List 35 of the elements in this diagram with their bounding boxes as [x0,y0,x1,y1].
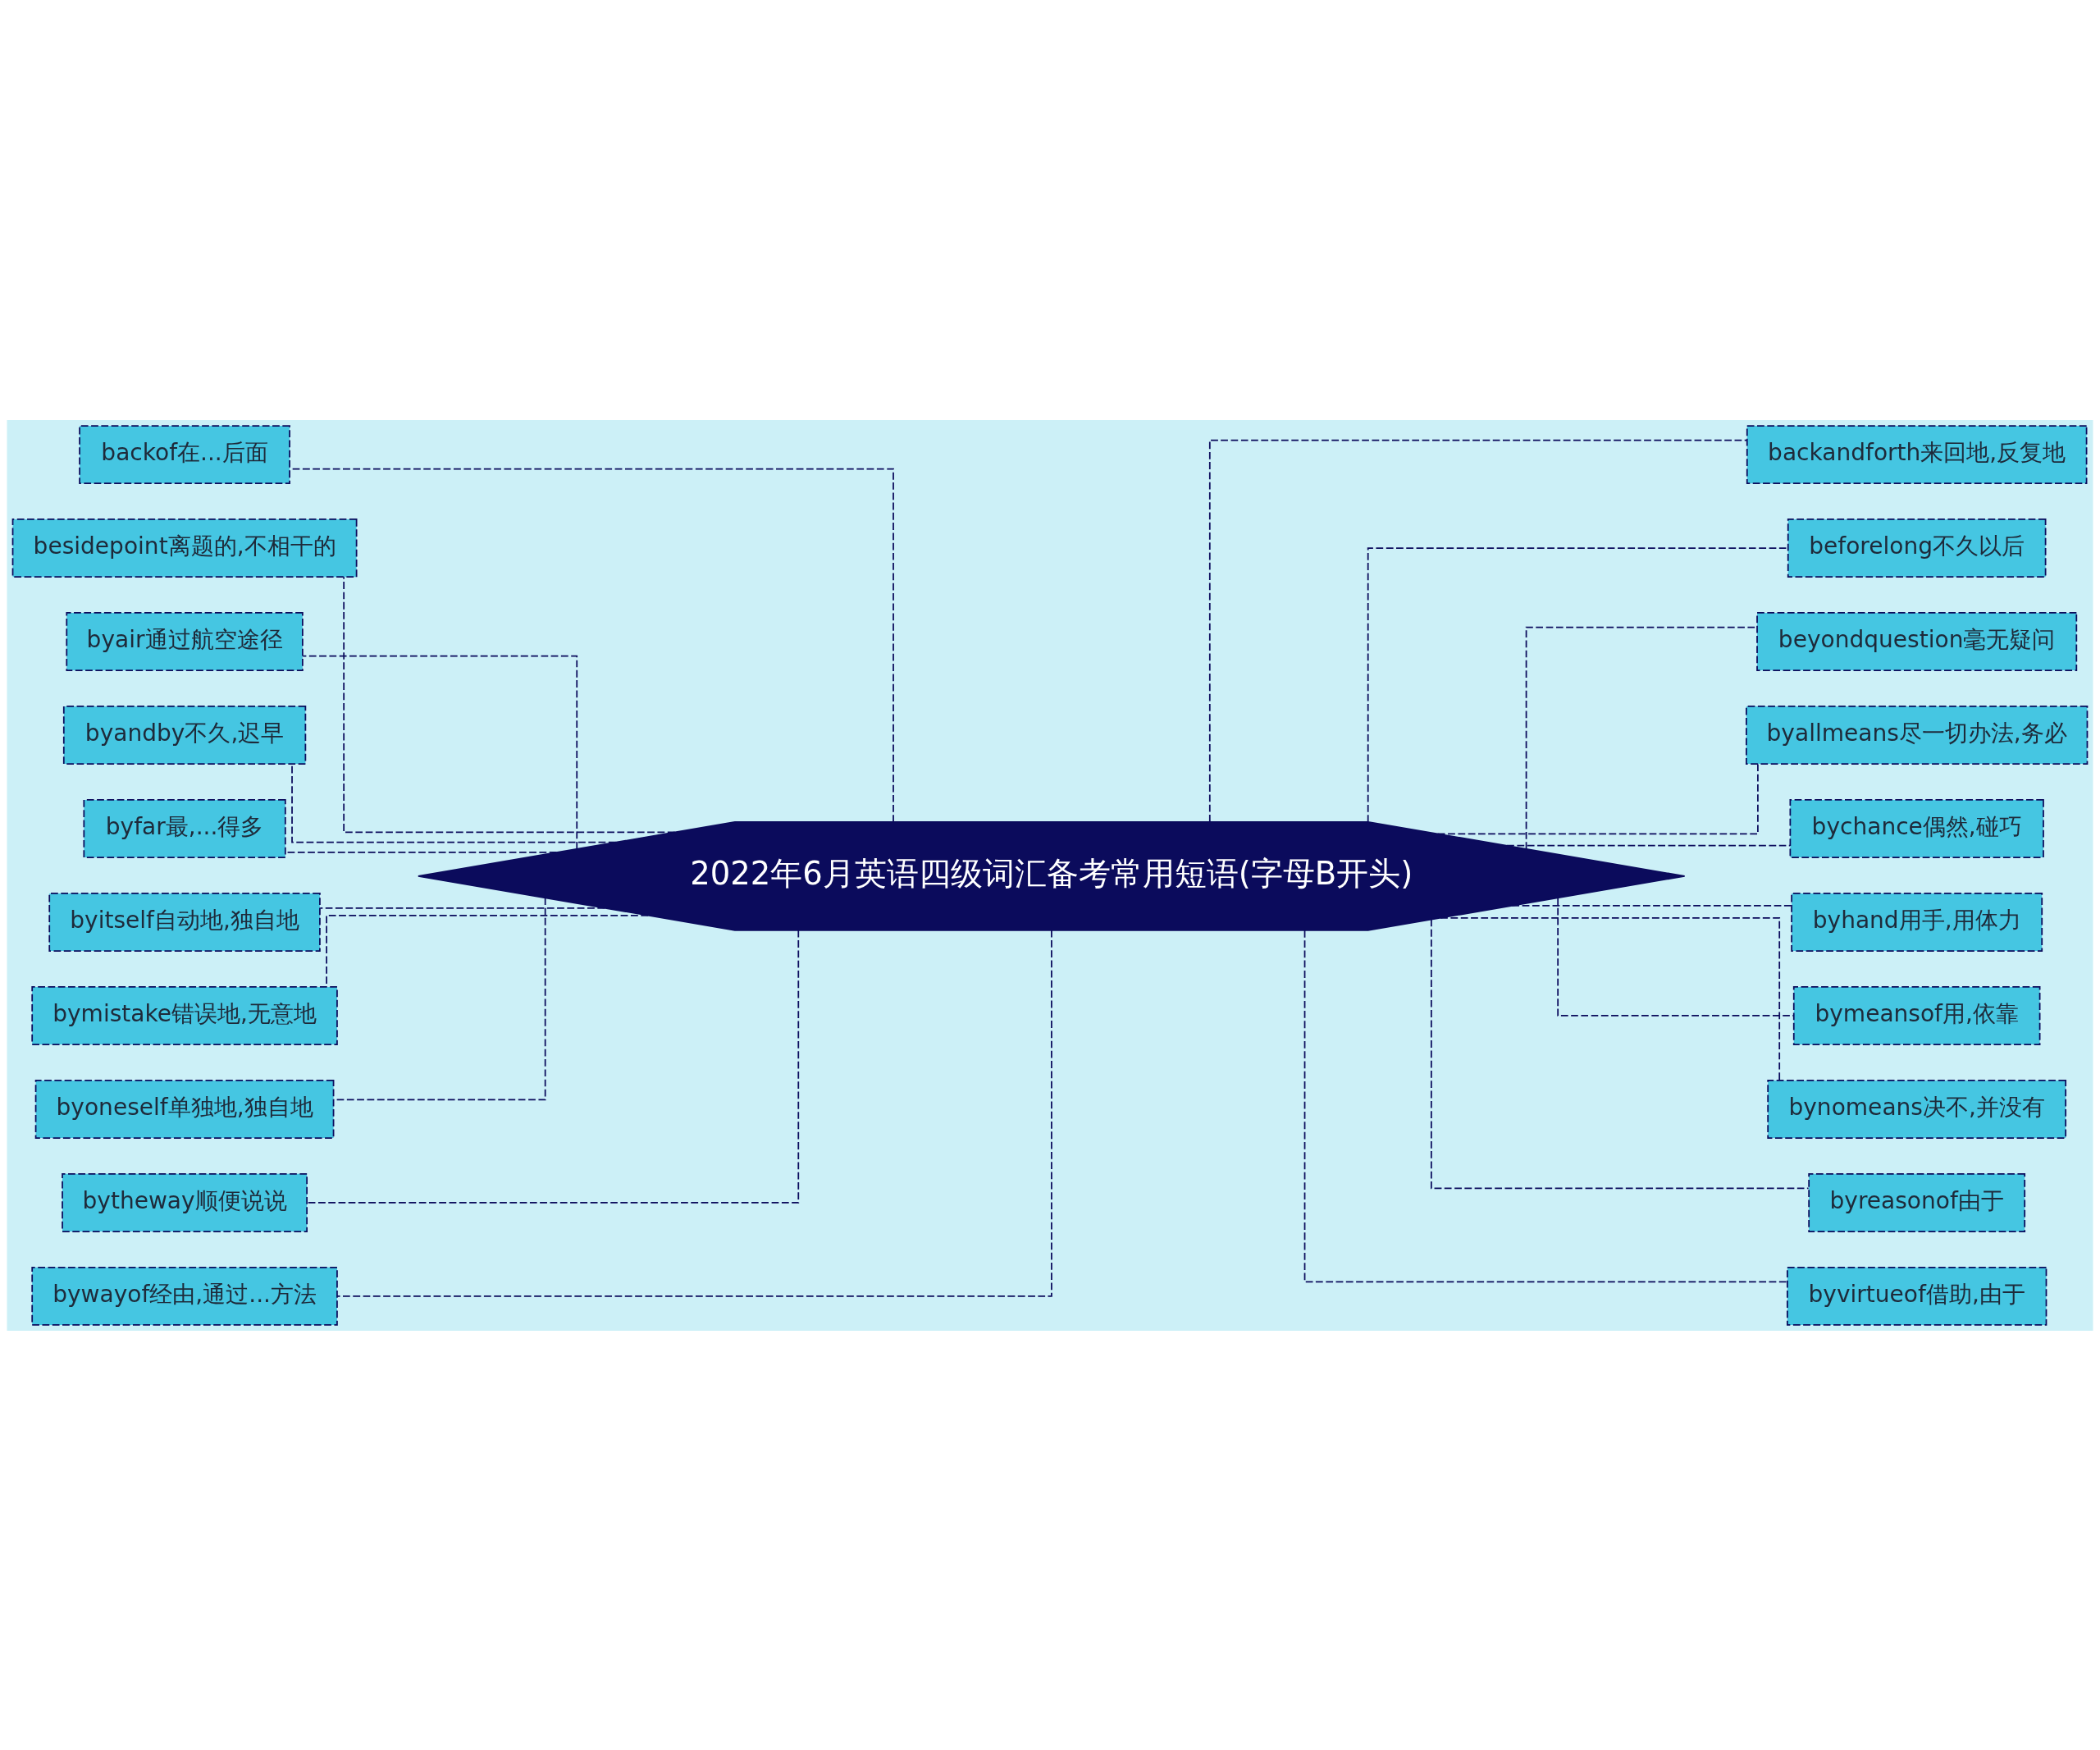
node-box: beyondquestion毫无疑问 [1756,611,2078,671]
connector [1430,918,1810,1189]
node-box: bytheway顺便说说 [62,1172,308,1232]
node-box: byandby不久,迟早 [62,705,307,765]
connector [1506,844,1792,847]
connector [319,907,606,909]
connector [336,929,1052,1297]
connector [1436,763,1759,834]
connector [1557,897,1795,1017]
node-box: bywayof经由,通过...方法 [31,1266,338,1326]
connector [306,929,800,1204]
node-box: byitself自动地,独自地 [48,892,321,952]
node-box: beforelong不久以后 [1787,518,2047,578]
node-box: backof在...后面 [79,424,290,484]
node-box: byhand用手,用体力 [1791,892,2043,952]
connector [1303,929,1788,1282]
connector [1511,904,1792,907]
node-box: besidepoint离题的,不相干的 [11,518,358,578]
connector [1440,916,1781,1081]
node-box: byreasonof由于 [1808,1172,2026,1232]
connector [1367,546,1788,823]
node-box: bymistake错误地,无意地 [31,985,338,1045]
node-box: bynomeans决不,并没有 [1767,1079,2067,1139]
node-box: bychance偶然,碰巧 [1789,798,2044,858]
node-box: bymeansof用,依靠 [1792,985,2041,1045]
node-box: byvirtueof借助,由于 [1786,1266,2048,1326]
node-box: byair通过航空途径 [66,611,304,671]
node-box: byoneself单独地,独自地 [34,1079,335,1139]
node-box: byallmeans尽一切办法,务必 [1746,705,2089,765]
node-box: byfar最,...得多 [83,798,286,858]
connector [1208,439,1748,823]
connector [343,575,676,833]
node-box: backandforth来回地,反复地 [1746,424,2088,484]
connector [302,655,578,849]
connector [326,914,650,987]
